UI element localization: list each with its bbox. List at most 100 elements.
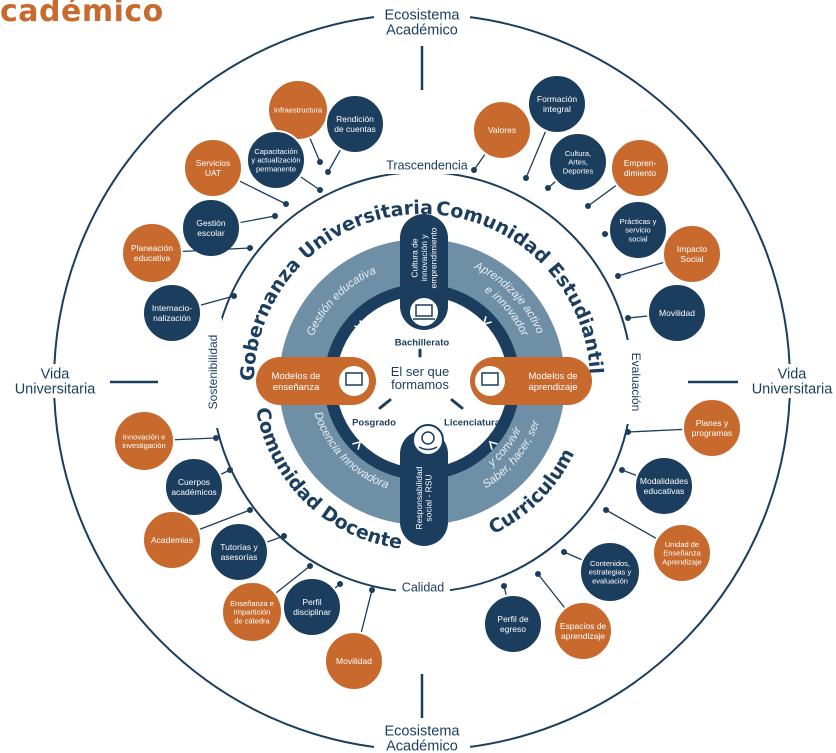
bubble-bottom_left-2: [142, 510, 202, 570]
bubble-bottom_left-4: [221, 581, 283, 643]
bubble-label-bottom_left-6: Movilidad: [336, 656, 372, 666]
bubble-dot-bottom_right-2: [603, 507, 609, 513]
brand-wordmark: cadémico: [0, 0, 164, 29]
bubble-dot-top_left-4: [272, 213, 278, 219]
bubble-top_left-5: [121, 222, 183, 284]
bubble-bottom_right-3: [579, 541, 641, 603]
center-level-posgrado: Posgrado: [352, 417, 396, 428]
teaching-board-icon: [345, 372, 363, 386]
bubble-dot-top_left-5: [247, 245, 253, 251]
bubble-label-top_right-3: Empren-dimiento: [624, 158, 657, 178]
bubble-dot-bottom_left-6: [369, 587, 375, 593]
bubble-top_right-4: [608, 200, 668, 260]
bubble-top_left-4: [181, 198, 241, 258]
bubble-bottom_right-4: [553, 601, 613, 661]
ring-label-bg-right: [626, 340, 646, 424]
ring-label-bottom: Calidad: [402, 580, 444, 594]
bubble-dot-top_right-6: [625, 315, 631, 321]
bubble-top_left-1: [325, 94, 385, 154]
bubble-bottom_right-1: [634, 456, 694, 516]
bubble-dot-bottom_right-0: [625, 429, 631, 435]
bubble-dot-bottom_left-1: [227, 467, 233, 473]
social-icon-hand: [418, 446, 438, 451]
bubble-label-top_right-0: Valores: [488, 125, 516, 135]
bubble-dot-top_left-3: [283, 201, 289, 207]
ring-chevron-1: [482, 316, 492, 326]
center-level-licenciatura: Licenciatura: [444, 417, 501, 428]
pillar-left-icon-disc: [337, 364, 371, 398]
outer-label-bg-bottom: [374, 721, 470, 753]
learning-screen-icon: [481, 372, 499, 386]
laptop-icon: [415, 304, 433, 317]
bubble-bottom_left-5: [282, 577, 342, 637]
ring-label-left: Sostenibilidad: [206, 335, 220, 410]
bubble-dot-bottom_left-4: [307, 563, 313, 569]
bubble-dot-bottom_right-1: [619, 467, 625, 473]
ring-chevron-2: [488, 440, 498, 450]
bubble-top_right-3: [610, 138, 670, 198]
bubble-top_left-3: [183, 138, 243, 198]
pillar-top-icon-disc: [408, 296, 440, 328]
bubble-dot-top_right-1: [523, 175, 529, 181]
bubble-top_right-5: [662, 224, 722, 284]
bubble-bottom_right-2: [652, 523, 712, 583]
ring-label-top: Trascendencia: [386, 158, 468, 172]
ring-label-bg-bottom: [396, 578, 450, 596]
bubble-top_right-2: [548, 132, 608, 192]
pillar-bottom: [400, 430, 448, 546]
outer-label-bg-left: [7, 364, 103, 398]
pillar-right-icon-disc: [473, 364, 507, 398]
bubble-bottom_left-6: [324, 631, 384, 691]
bubble-dot-top_left-0: [317, 159, 323, 165]
bubble-bottom_right-5: [483, 594, 543, 654]
bubble-top_right-1: [527, 74, 587, 134]
bubble-label-top_left-0: Infraestructura: [274, 106, 323, 115]
bubble-dot-bottom_right-4: [535, 571, 541, 577]
bubble-label-bottom_left-2: Academias: [151, 535, 193, 545]
bubble-label-top_left-6: Internacio-nalización: [152, 303, 192, 323]
bubble-dot-top_right-5: [615, 273, 621, 279]
ring-label-bg-left: [202, 318, 222, 428]
bubble-top_left-2: [246, 130, 306, 190]
ring-label-right: Evaluación: [629, 353, 643, 412]
bubble-dot-bottom_left-0: [213, 435, 219, 441]
bubble-bottom_left-0: [113, 410, 175, 472]
ring-chevron-3: [352, 440, 362, 450]
bubble-dot-bottom_left-5: [337, 581, 343, 587]
bubble-dot-top_right-4: [602, 231, 608, 237]
bubble-dot-top_right-2: [545, 185, 551, 191]
bubble-dot-bottom_left-3: [281, 533, 287, 539]
outer-label-bg-right: [744, 364, 836, 398]
pillar-bottom-label: Responsabilidadsocial - RSU: [414, 466, 434, 529]
bubble-dot-bottom_right-5: [501, 583, 507, 589]
outer-label-bg-top: [374, 5, 470, 39]
bubble-dot-top_left-2: [317, 187, 323, 193]
bubble-dot-top_left-1: [325, 169, 331, 175]
bubble-label-top_right-6: Movilidad: [659, 308, 695, 318]
bubble-label-top_right-2: Cultura,Artes,Deportes: [563, 149, 594, 175]
center-level-bachillerato: Bachillerato: [395, 337, 450, 348]
bubble-dot-top_right-3: [585, 203, 591, 209]
center-arrow-2: [450, 398, 464, 410]
